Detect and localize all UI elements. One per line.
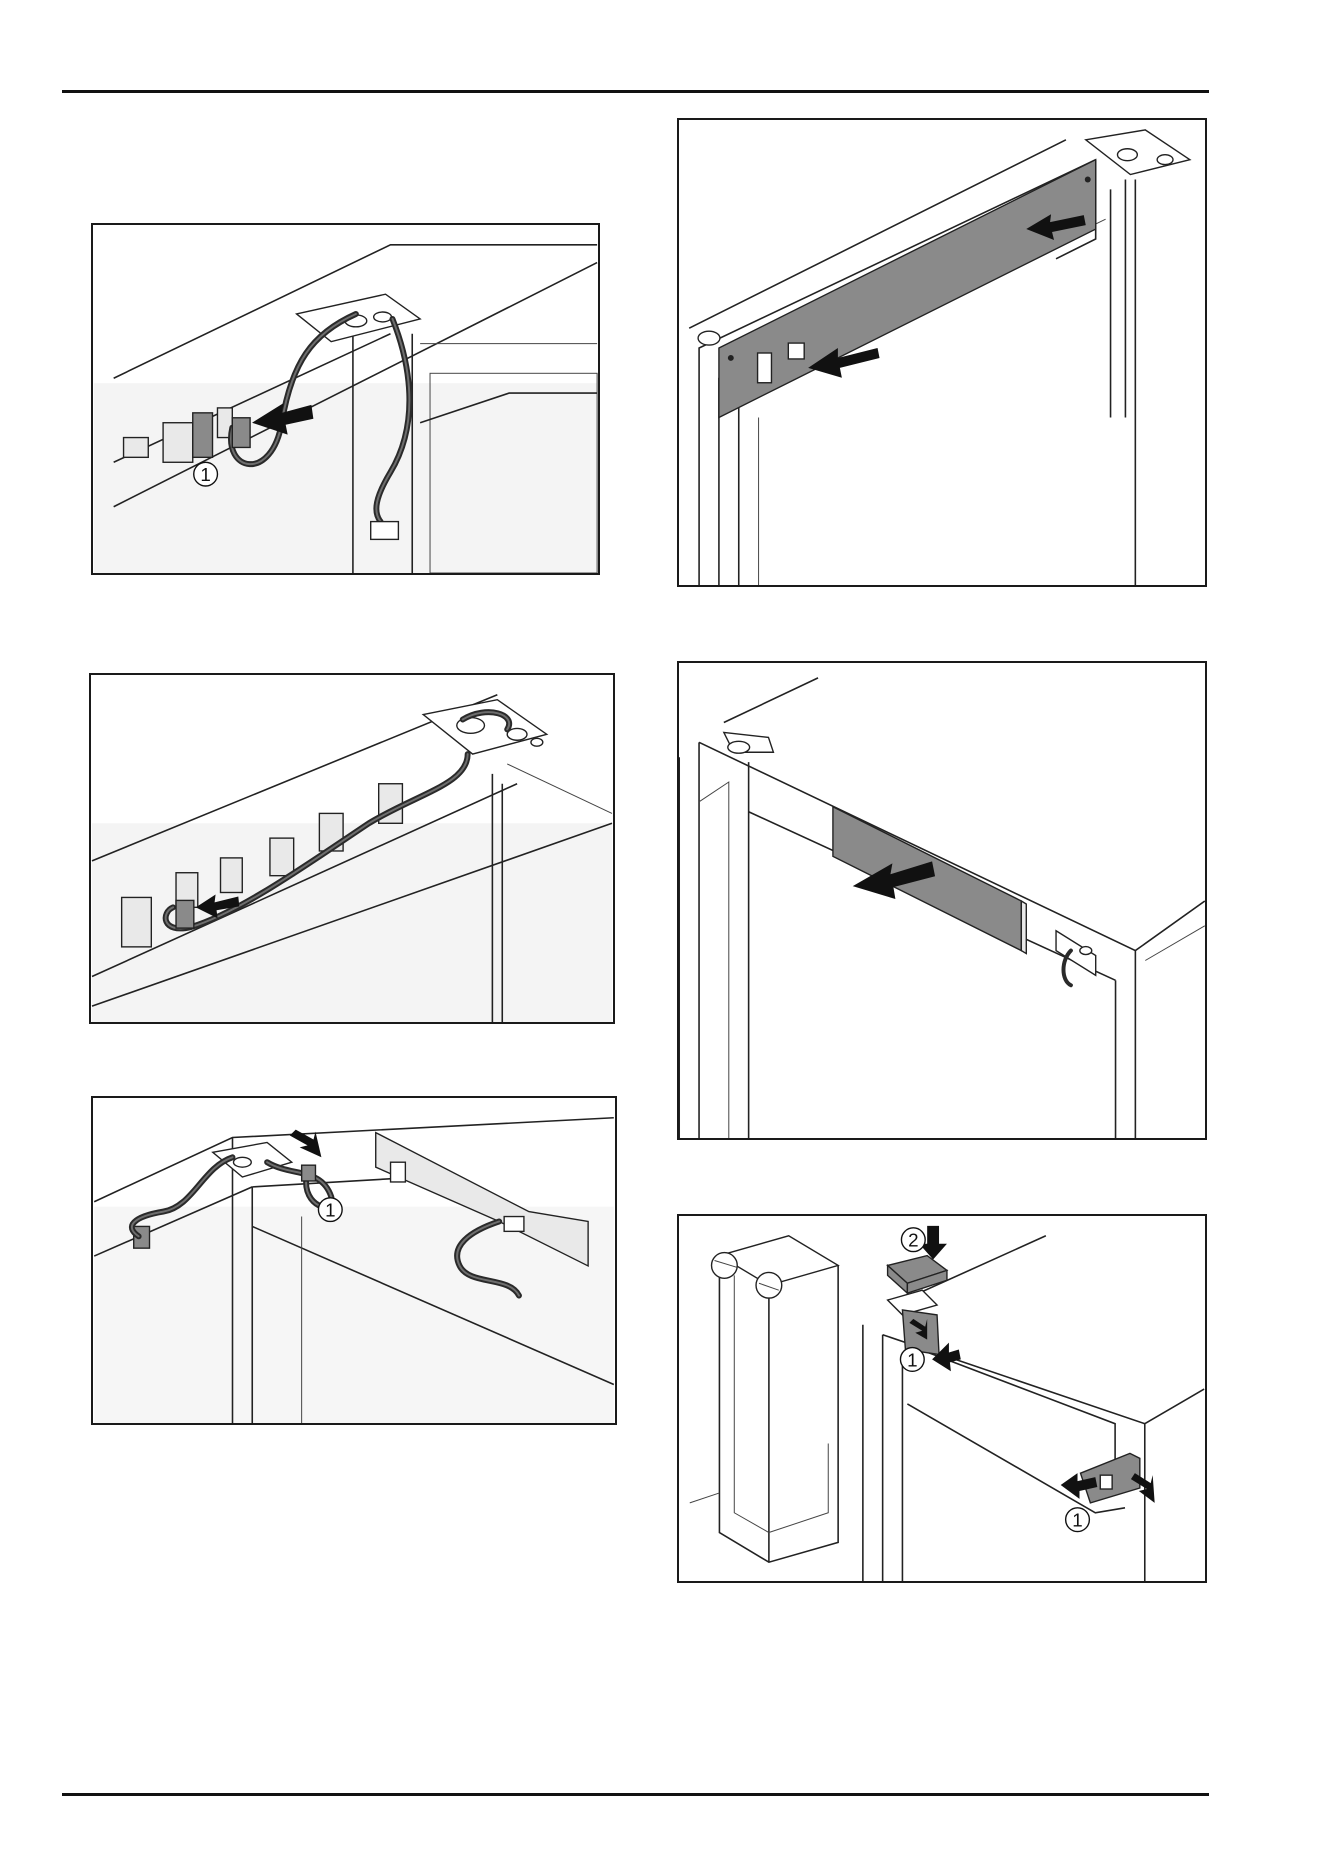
figure-6-callout-2: 2 (908, 1230, 918, 1251)
figure-1-illustration: 1 (93, 225, 598, 573)
figure-1-callout-1: 1 (200, 464, 210, 485)
figure-5-push-strip (677, 661, 1207, 1140)
figure-4-push-panel (677, 118, 1207, 587)
figure-2-route-cable (89, 673, 615, 1024)
figure-3-illustration: 1 (93, 1098, 615, 1423)
figure-6-clips-cap: 2 1 1 (677, 1214, 1207, 1583)
figure-6-illustration: 2 1 1 (679, 1216, 1205, 1581)
figure-3-callout-1: 1 (325, 1200, 335, 1221)
figure-2-illustration (91, 675, 613, 1022)
figure-3-plug-led-unit: 1 (91, 1096, 617, 1425)
figure-6-callout-1-right: 1 (1072, 1510, 1082, 1531)
figure-4-illustration (679, 120, 1205, 585)
figure-1-connect-cable: 1 (91, 223, 600, 575)
figure-5-illustration (679, 663, 1205, 1138)
figure-6-callout-1-left: 1 (907, 1349, 917, 1370)
footer-rule (62, 1793, 1209, 1796)
header-rule (62, 90, 1209, 93)
